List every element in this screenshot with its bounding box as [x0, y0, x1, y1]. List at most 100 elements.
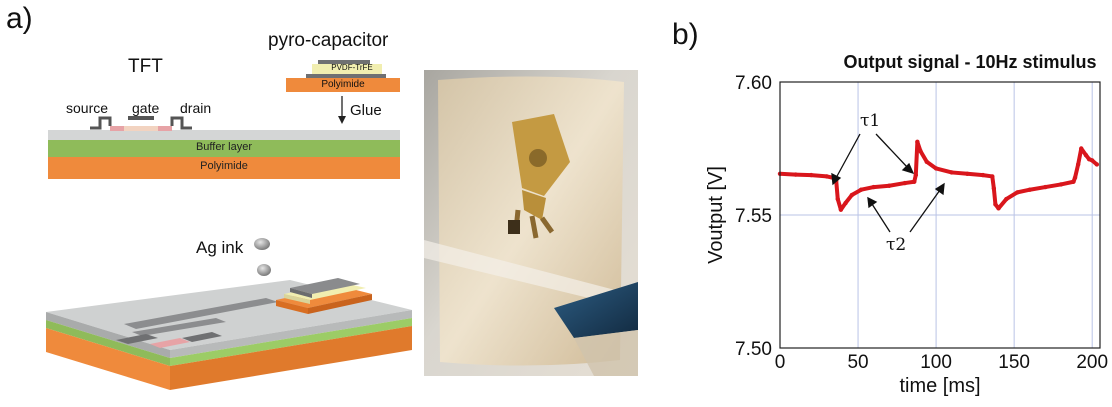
data-point	[965, 171, 970, 176]
gate-electrode	[128, 116, 154, 120]
buffer-layer	[48, 140, 400, 157]
top-electrode	[318, 60, 370, 64]
glue-arrow-icon	[338, 96, 346, 124]
data-point	[838, 207, 844, 212]
x-tick-label: 100	[920, 352, 952, 373]
bottom-electrode	[306, 74, 386, 78]
pyro-capacitor-stack	[286, 60, 400, 92]
data-point	[993, 202, 998, 207]
top-dielectric-layer	[48, 130, 400, 140]
plot-frame	[779, 81, 1101, 349]
source-electrode	[90, 116, 112, 130]
data-point	[887, 183, 892, 188]
drain-contact	[158, 126, 172, 131]
chart-title: Output signal - 10Hz stimulus	[843, 52, 1096, 72]
tau2-arrow-left	[871, 203, 891, 233]
data-point	[902, 180, 908, 186]
data-point	[912, 179, 917, 184]
buffer-layer-label: Buffer layer	[195, 141, 253, 153]
tft-drain-pad	[182, 332, 222, 342]
source-label: source	[66, 100, 109, 116]
data-point	[980, 172, 986, 178]
data-point	[835, 196, 840, 202]
data-point	[915, 139, 920, 145]
tau2-annotation: τ2	[886, 235, 906, 255]
data-point	[924, 159, 929, 164]
y-axis-label: Voutput [V]	[705, 166, 727, 264]
data-point	[933, 166, 939, 171]
pvdf-label: PVDF-TrFE	[331, 63, 373, 72]
data-point	[1043, 184, 1048, 190]
data-point	[1027, 187, 1032, 192]
polyimide-layer-label: Polyimide	[200, 160, 248, 172]
device-3d-illustration	[46, 238, 412, 390]
tweezer-tip	[554, 282, 638, 338]
data-point	[871, 184, 876, 190]
polyimide-layer	[48, 157, 400, 179]
ag-ink-label: Ag ink	[196, 238, 244, 257]
drain-electrode	[170, 116, 192, 130]
data-point	[1079, 146, 1084, 151]
glue-label: Glue	[350, 102, 382, 119]
data-point	[849, 192, 855, 198]
data-point	[996, 206, 1001, 211]
data-point	[843, 200, 848, 206]
x-tick-label: 200	[1076, 352, 1108, 373]
data-point	[1094, 162, 1100, 167]
device-photograph	[424, 70, 638, 376]
data-point	[809, 172, 814, 178]
data-point	[1075, 162, 1081, 167]
x-tick-label: 0	[775, 352, 786, 373]
interconnect-trace	[124, 298, 278, 329]
drain-label: drain	[180, 100, 212, 116]
data-point	[1015, 190, 1020, 195]
tau2-arrow-right	[909, 189, 941, 233]
panel-a-label: a)	[6, 2, 33, 35]
data-point	[1071, 179, 1076, 184]
annotation-arrows	[831, 133, 945, 233]
tau1-arrow-right-head	[901, 162, 915, 175]
panel-b-label: b)	[672, 18, 699, 51]
semiconductor-channel	[124, 126, 158, 131]
pyro-capacitor-title: pyro-capacitor	[268, 30, 389, 51]
tau1-annotation: τ1	[860, 111, 880, 131]
ink-drop-2	[257, 264, 271, 276]
x-tick-label: 150	[998, 352, 1030, 373]
data-point	[1089, 158, 1095, 163]
data-point	[1004, 196, 1009, 202]
data-point	[1072, 175, 1078, 180]
data-point	[918, 148, 923, 154]
tau2-arrow-left-head	[867, 196, 878, 209]
chart-grid	[780, 82, 1100, 348]
data-point	[949, 170, 954, 175]
chart-series	[777, 139, 1100, 212]
ink-drop-1	[254, 238, 270, 250]
data-point	[793, 172, 798, 177]
pyro-polyimide-label: Polyimide	[321, 79, 365, 90]
pvdf-layer	[312, 64, 382, 74]
tau1-arrow-left	[835, 133, 861, 179]
x-tick-label: 50	[847, 352, 868, 373]
data-point	[1058, 182, 1064, 187]
tft-source-pad	[116, 334, 158, 344]
tft-cross-section	[48, 116, 400, 179]
source-contact	[110, 126, 124, 131]
data-point	[1083, 152, 1089, 158]
data-point	[990, 174, 995, 179]
tau1-arrow-right	[875, 133, 909, 169]
data-point	[858, 187, 864, 192]
data-point	[824, 174, 830, 179]
tau1-arrow-left-head	[831, 172, 842, 186]
pyro-polyimide-layer	[286, 78, 400, 92]
y-tick-label: 7.55	[735, 206, 772, 227]
tau2-arrow-right-head	[934, 182, 945, 196]
data-point	[991, 186, 997, 191]
gate-label: gate	[132, 100, 160, 116]
y-tick-label: 7.60	[735, 73, 772, 94]
tft-title: TFT	[128, 56, 163, 77]
data-point	[913, 172, 919, 178]
